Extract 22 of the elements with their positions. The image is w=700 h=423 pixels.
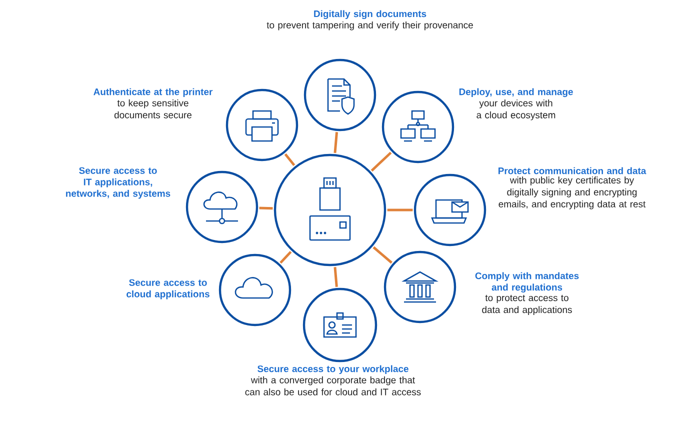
description: with public key certificates by digitally signing and encrypting emails, and encrypting data at rest — [498, 176, 646, 210]
description: to protect access to data and applications — [482, 294, 572, 315]
connector — [280, 250, 292, 264]
heading: Comply with mandates and regulations — [475, 272, 579, 293]
heading: Secure access to your workplace — [258, 365, 408, 374]
connector — [370, 152, 392, 172]
connector — [334, 266, 338, 287]
connector — [259, 206, 273, 210]
heading: Authenticate at the printer — [94, 88, 213, 98]
connector — [284, 153, 296, 166]
heading: Secure access to IT applications, networks, and systems — [66, 167, 170, 199]
connector — [387, 208, 413, 212]
heading: Secure access to cloud applications — [126, 279, 210, 300]
description: your devices with a cloud ecosystem — [476, 99, 556, 120]
description: with a converged corporate badge that can also be used for cloud and IT access — [245, 376, 421, 396]
connector — [334, 132, 338, 154]
heading: Digitally sign documents — [314, 10, 426, 20]
description: to prevent tampering and verify their provenance — [266, 21, 473, 30]
description: to keep sensitive documents secure — [114, 99, 192, 118]
connector — [372, 246, 392, 264]
heading: Deploy, use, and manage — [459, 88, 573, 98]
heading: Protect communication and data — [498, 167, 646, 174]
